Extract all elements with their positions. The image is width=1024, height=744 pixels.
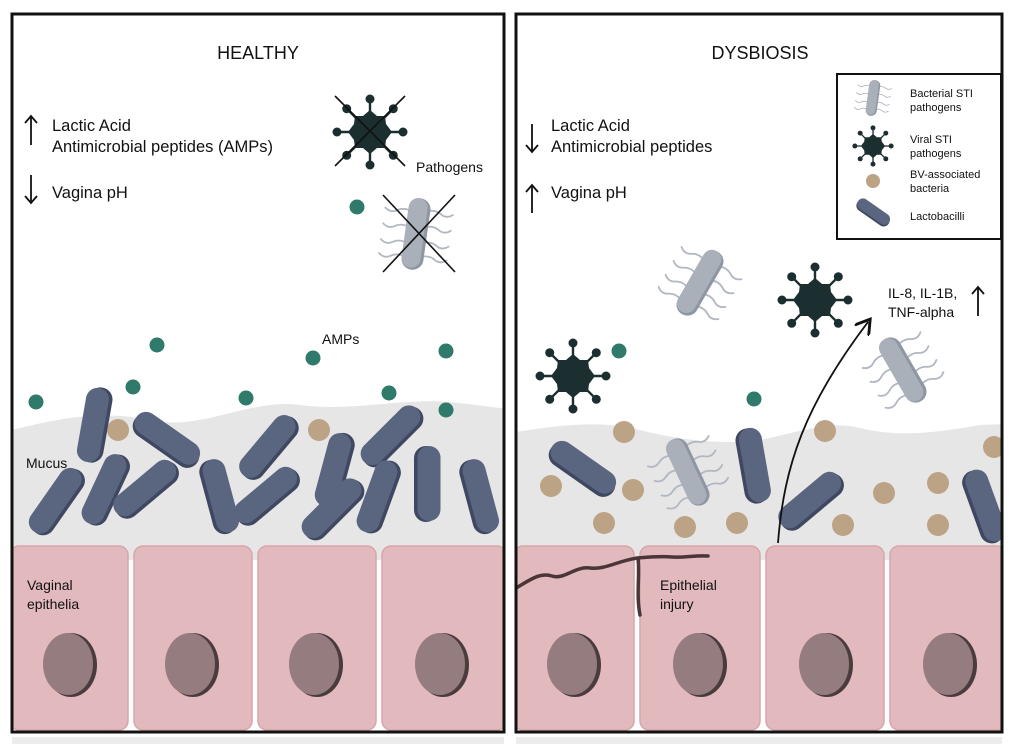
down-arrow-icon-dysbiosis xyxy=(525,124,539,154)
dysbiosis-title: DYSBIOSIS xyxy=(711,43,808,63)
legend-bv-2: bacteria xyxy=(910,183,950,195)
healthy-panel xyxy=(12,14,504,732)
legend-bacterial-1: Bacterial STI xyxy=(910,88,973,100)
dysbiosis-panel-border xyxy=(514,12,1004,734)
cytokines-label-1: IL-8, IL-1B, xyxy=(888,285,957,301)
amp-particles-dysbiosis xyxy=(611,343,762,407)
healthy-lactic-acid: Lactic Acid xyxy=(52,117,131,135)
legend-lactobacilli: Lactobacilli xyxy=(910,211,964,223)
cytokine-up-arrow-icon xyxy=(971,285,985,316)
bottom-strip-right xyxy=(516,737,1002,744)
cytokine-signal-arrow xyxy=(777,322,868,544)
pathogens-label: Pathogens xyxy=(416,159,483,175)
injury-label-1: Epithelial xyxy=(660,577,717,593)
amp-particles xyxy=(28,199,454,418)
healthy-title: HEALTHY xyxy=(217,43,299,63)
up-arrow-icon xyxy=(24,114,38,145)
legend-viral-1: Viral STI xyxy=(910,134,952,146)
legend: Bacterial STI pathogens Viral STI pathog… xyxy=(836,73,1002,240)
epithelial-injury-crack xyxy=(516,554,710,590)
healthy-ph: Vagina pH xyxy=(52,184,128,202)
bv-bacteria xyxy=(107,419,330,441)
bottom-strip-left xyxy=(12,737,504,744)
bv-bacteria-icon xyxy=(866,174,880,188)
dysbiosis-ph: Vagina pH xyxy=(551,184,627,202)
crossed-bacterial-pathogen xyxy=(376,192,456,276)
down-arrow-icon xyxy=(24,175,38,205)
healthy-panel-border xyxy=(10,12,506,734)
epithelia-label-2: epithelia xyxy=(27,596,79,612)
epithelia-label-1: Vaginal xyxy=(27,577,73,593)
amps-label: AMPs xyxy=(322,331,359,347)
legend-bv-1: BV-associated xyxy=(910,169,980,181)
dysbiosis-lactic-acid: Lactic Acid xyxy=(551,117,630,135)
legend-viral-2: pathogens xyxy=(910,148,962,160)
viral-sti-icon xyxy=(851,124,895,168)
bv-bacteria-dysbiosis xyxy=(540,420,1002,538)
up-arrow-icon-dysbiosis xyxy=(525,183,539,213)
cytokines-label-2: TNF-alpha xyxy=(888,304,954,320)
legend-bacterial-2: pathogens xyxy=(910,102,962,114)
injury-label-2: injury xyxy=(660,596,693,612)
crossed-virus xyxy=(331,93,409,171)
mucus-label: Mucus xyxy=(26,455,67,471)
healthy-amps: Antimicrobial peptides (AMPs) xyxy=(52,138,273,156)
dysbiosis-amps: Antimicrobial peptides xyxy=(551,138,712,156)
